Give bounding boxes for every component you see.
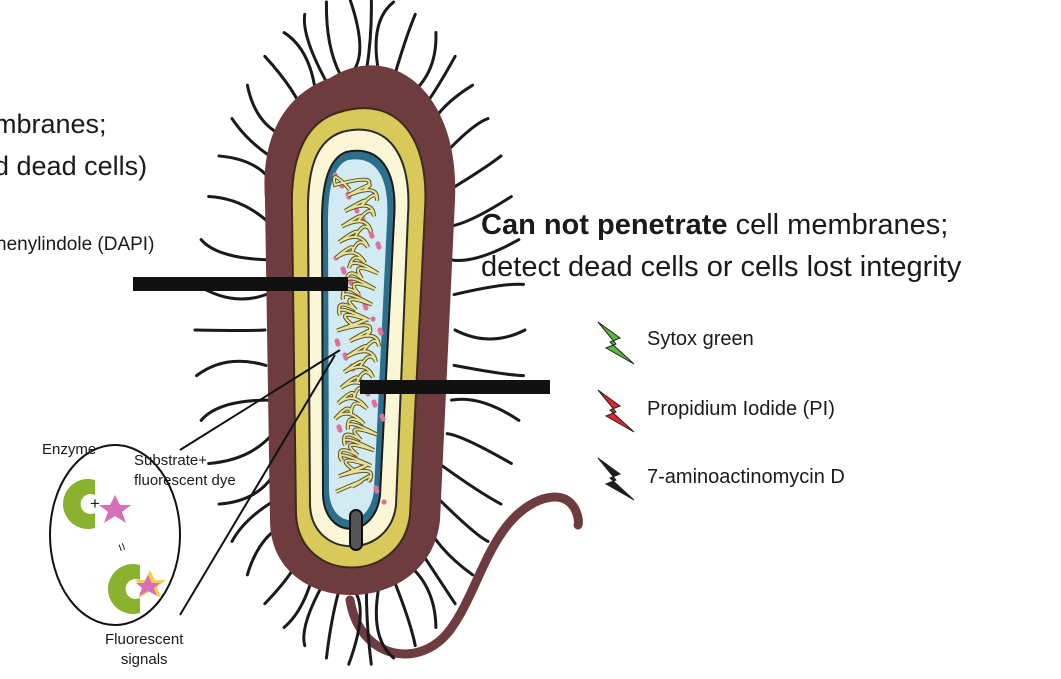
pilus	[197, 361, 266, 375]
pilus	[349, 0, 360, 71]
pilus	[209, 197, 273, 227]
result-label: Fluorescent signals	[105, 630, 183, 669]
left-heading-line-1: mbranes;	[0, 108, 107, 140]
pilus	[366, 0, 371, 71]
pilus	[201, 400, 268, 420]
right-heading-line-2: detect dead cells or cells lost integrit…	[481, 250, 961, 285]
ribosome	[334, 338, 339, 343]
right-heading-line-1: Can not penetrate cell membranes;	[481, 208, 948, 243]
ribosome	[381, 499, 386, 504]
pilus	[451, 399, 518, 420]
right-heading-bold: Can not penetrate	[481, 209, 728, 241]
arrow-left	[133, 277, 348, 291]
dapi-label: henylindole (DAPI)	[0, 234, 154, 256]
pilus	[454, 365, 523, 375]
pilus	[366, 589, 371, 664]
pilus	[454, 284, 523, 294]
lightning-bolt-icon	[598, 458, 634, 500]
ribosome	[370, 316, 375, 321]
pilus	[434, 494, 488, 541]
right-heading-rest: cell membranes;	[728, 209, 949, 241]
ribosome	[371, 399, 376, 404]
substrate-label-line2: fluorescent dye	[134, 472, 236, 489]
result-label-line2: signals	[121, 651, 168, 668]
ribosome	[340, 266, 345, 271]
ribosome	[377, 327, 382, 332]
lightning-bolt-icon	[598, 390, 634, 432]
left-heading-line-2: d dead cells)	[0, 150, 147, 182]
pilus	[326, 2, 340, 75]
ribosome	[336, 424, 341, 429]
substrate-label: Substrate+ fluorescent dye	[134, 451, 236, 490]
pilus	[455, 330, 525, 339]
dye-label-sytox: Sytox green	[647, 328, 754, 351]
pilus	[376, 2, 394, 75]
pilus	[392, 575, 415, 646]
dye-label-7aad: 7-aminoactinomycin D	[647, 466, 845, 489]
result-label-line1: Fluorescent	[105, 631, 183, 648]
pilus	[326, 585, 340, 658]
enzyme-label: Enzyme	[42, 440, 96, 460]
lightning-bolt-icon	[598, 322, 634, 364]
ribosome	[379, 413, 384, 418]
pilus	[441, 465, 501, 504]
plus-sign: +	[90, 493, 100, 515]
pilus	[447, 434, 511, 464]
substrate-label-line1: Substrate+	[134, 452, 207, 469]
ribosome	[375, 241, 380, 246]
pilus	[304, 14, 328, 85]
ribosome	[373, 485, 378, 490]
dye-label-pi: Propidium Iodide (PI)	[647, 398, 835, 421]
pilus	[201, 240, 268, 260]
plasmid	[350, 510, 362, 550]
arrow-right	[360, 380, 550, 394]
